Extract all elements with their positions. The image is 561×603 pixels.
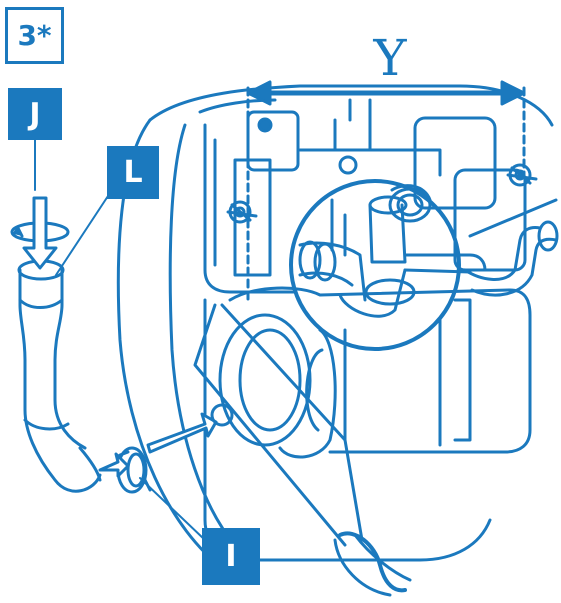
- callout-j: J: [8, 88, 62, 140]
- upper-panel: [203, 98, 527, 294]
- right-hose: [463, 220, 559, 297]
- pipe-assembly: [298, 184, 487, 318]
- highlight-pointer: [468, 198, 558, 238]
- pump-body: [218, 286, 532, 459]
- hose-j: [17, 259, 102, 493]
- dimension-y-label: Y: [373, 29, 407, 87]
- callout-i: I: [202, 528, 260, 585]
- callout-l: L: [107, 146, 159, 199]
- mounting-screws: [226, 117, 538, 224]
- wire-tool: [193, 303, 412, 597]
- rotation-indicator: [10, 196, 70, 270]
- step-badge: 3*: [5, 7, 64, 64]
- dimension-y: [246, 80, 526, 302]
- step-badge-label: 3*: [17, 19, 52, 52]
- callout-leaders: [34, 139, 206, 541]
- highlight-circle: [289, 179, 461, 351]
- housing-frame: [116, 84, 554, 572]
- clamp-ring: [98, 403, 234, 494]
